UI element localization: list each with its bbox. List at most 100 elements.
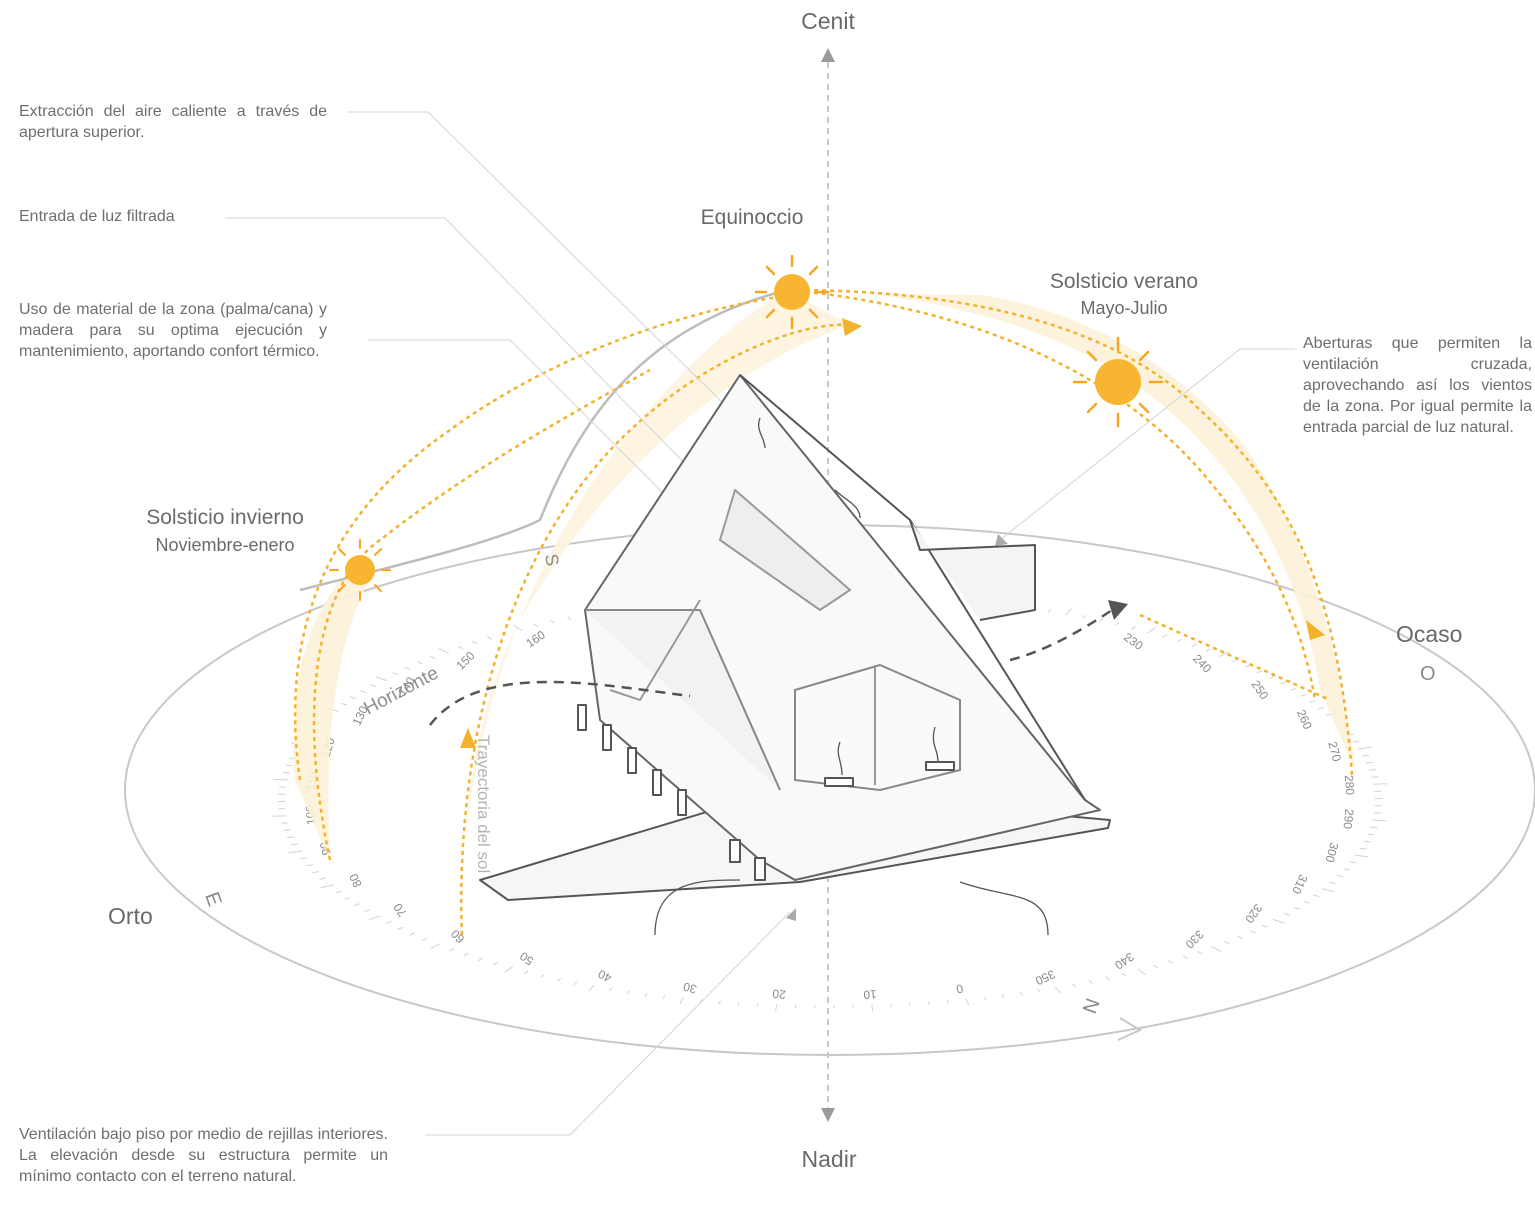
compass-tick <box>1373 783 1388 785</box>
compass-tick <box>283 829 291 831</box>
compass-tick <box>353 903 361 906</box>
compass-tick <box>1363 840 1371 843</box>
compass-tick <box>409 932 416 936</box>
compass-tick <box>285 764 293 767</box>
compass-tick <box>1365 761 1373 764</box>
compass-tick <box>417 661 423 665</box>
compass-tick <box>1115 622 1120 626</box>
compass-tick <box>550 619 555 624</box>
airflow-arrow-icon <box>1108 600 1128 620</box>
compass-degree-label: 50 <box>517 949 536 968</box>
compass-tick <box>871 1004 874 1012</box>
compass-tick <box>1054 986 1062 994</box>
compass-tick <box>288 850 303 854</box>
zenith-arrow-icon <box>821 48 835 62</box>
compass-tick <box>1237 935 1243 939</box>
compass-tick <box>946 999 949 1004</box>
summer-solstice-months: Mayo-Julio <box>1080 298 1168 318</box>
compass-tick <box>359 690 366 694</box>
compass-tick <box>449 948 455 952</box>
compass-tick <box>1153 964 1158 969</box>
annotation-materials: Uso de material de la zona (palma/cana) … <box>19 301 327 360</box>
compass-degree-label: 320 <box>1242 901 1265 926</box>
compass-tick <box>890 1003 892 1008</box>
sun-icon <box>754 254 830 330</box>
compass-tick <box>1088 979 1093 984</box>
compass-degree-label: 230 <box>1121 630 1146 653</box>
compass-tick <box>349 696 357 700</box>
compass-tick <box>1211 946 1222 952</box>
compass-tick <box>477 957 483 962</box>
equinox-trajectory <box>460 323 856 936</box>
compass-degree-label: 30 <box>681 979 698 996</box>
compass-tick <box>272 815 287 817</box>
compass-tick <box>1197 950 1203 955</box>
compass-north: N <box>1079 996 1105 1017</box>
nadir-label: Nadir <box>801 1146 857 1172</box>
compass-west: O <box>1420 663 1436 685</box>
compass-tick <box>588 984 595 992</box>
compass-tick <box>471 640 478 645</box>
compass-tick <box>1205 648 1211 652</box>
winter-path-band <box>293 570 372 860</box>
compass-tick <box>1294 906 1301 910</box>
compass-tick <box>1105 976 1110 981</box>
compass-tick <box>368 915 381 921</box>
airflow-arrows <box>654 417 1049 936</box>
compass-tick <box>1162 634 1168 639</box>
compass-tick <box>438 648 449 654</box>
compass-tick <box>385 921 392 925</box>
equinox-arc <box>299 290 781 592</box>
leader-lines <box>225 111 1295 1136</box>
compass-tick <box>1370 826 1378 829</box>
compass-tick <box>335 890 342 894</box>
compass-tick <box>513 624 523 632</box>
annotation-hot-air: Extracción del aire caliente a través de… <box>19 103 327 141</box>
compass-tick <box>1256 670 1263 674</box>
sunrise-label: Orto <box>108 903 153 929</box>
airflow-dashed-arrow <box>1009 606 1116 662</box>
compass-tick <box>1224 940 1230 945</box>
compass-tick <box>1131 625 1136 630</box>
winter-solstice-months: Noviembre-enero <box>155 535 295 555</box>
compass-tick <box>737 1001 740 1006</box>
compass-tick <box>1303 900 1311 904</box>
compass-tick <box>1047 608 1052 613</box>
compass-tick <box>457 645 463 650</box>
compass-degree-label: 80 <box>346 871 364 889</box>
compass-tick <box>540 974 545 978</box>
compass-tick <box>300 857 308 860</box>
compass-tick <box>573 981 578 986</box>
compass-tick <box>1232 658 1238 663</box>
compass-tick <box>1082 614 1087 619</box>
compass-tick <box>1354 854 1369 858</box>
sun-icon <box>329 539 391 601</box>
compass-tick <box>312 871 320 874</box>
compass-tick <box>1191 643 1197 648</box>
equinox-path-band <box>460 292 850 935</box>
compass-tick <box>492 961 498 966</box>
compass-degree-label: 340 <box>1112 949 1137 972</box>
compass-degree-label: 150 <box>453 648 477 672</box>
horizon-label: Horizonte <box>360 663 442 720</box>
compass-degree-label: 270 <box>1325 740 1344 763</box>
compass-degree-label: 330 <box>1182 927 1206 951</box>
compass-tick <box>662 995 666 999</box>
compass-degree-label: 350 <box>1033 967 1057 988</box>
compass-tick <box>1137 968 1147 976</box>
compass-degree-label: 70 <box>390 900 409 919</box>
leader-arrow-icon <box>995 534 1008 546</box>
compass-degree-label: 250 <box>1248 678 1271 703</box>
compass-tick <box>1268 675 1275 679</box>
airflow-dashed-arrow <box>429 680 691 726</box>
compass-tick <box>320 884 334 889</box>
equinox-label: Equinoccio <box>700 206 804 229</box>
compass-tick <box>1321 888 1335 893</box>
sun-icon <box>1072 336 1164 428</box>
compass-tick <box>375 676 388 682</box>
compass-tick <box>1336 875 1344 878</box>
compass-east: E <box>200 889 225 909</box>
compass-tick <box>282 771 290 774</box>
compass-tick <box>287 836 295 839</box>
